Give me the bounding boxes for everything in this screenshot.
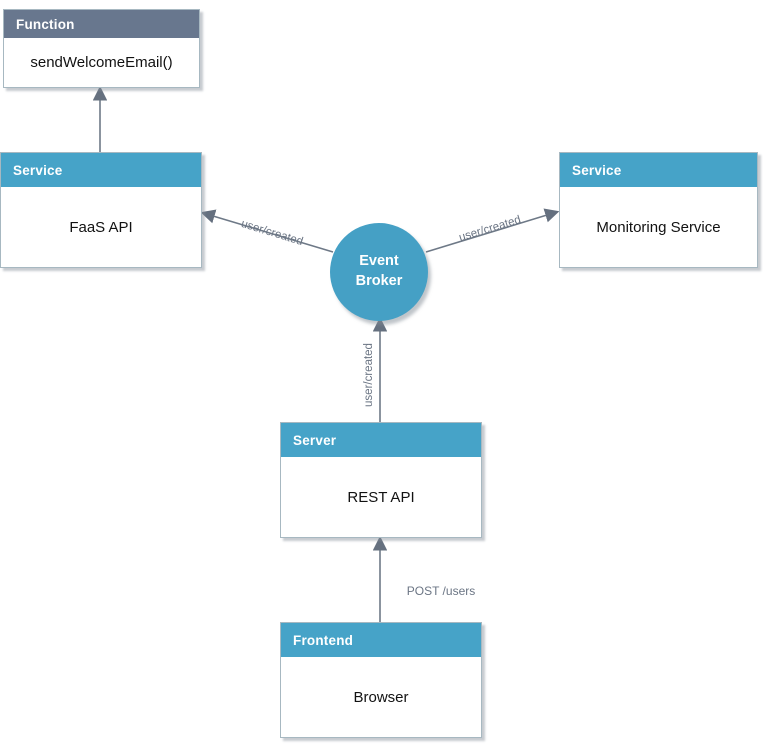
edge-label-frontend-to-server: POST /users [406, 584, 476, 598]
node-server-label: REST API [281, 457, 481, 537]
node-frontend-kind: Frontend [281, 623, 481, 657]
node-function: Function sendWelcomeEmail() [3, 9, 200, 88]
node-faas-kind: Service [1, 153, 201, 187]
node-monitoring-label: Monitoring Service [560, 187, 757, 267]
node-rest-api: Server REST API [280, 422, 482, 538]
node-function-label: sendWelcomeEmail() [4, 38, 199, 87]
node-faas-label: FaaS API [1, 187, 201, 267]
edge-broker-to-faas [200, 209, 334, 253]
node-function-kind: Function [4, 10, 199, 38]
node-event-broker: Event Broker [330, 223, 428, 321]
node-monitoring-service: Service Monitoring Service [559, 152, 758, 268]
node-server-kind: Server [281, 423, 481, 457]
node-frontend-label: Browser [281, 657, 481, 737]
edge-label-server-to-broker: user/created [363, 343, 375, 407]
node-browser: Frontend Browser [280, 622, 482, 738]
node-faas-api: Service FaaS API [0, 152, 202, 268]
node-event-broker-label: Event Broker [355, 253, 403, 289]
edge-broker-to-monitoring [425, 208, 560, 253]
node-monitoring-kind: Service [560, 153, 757, 187]
